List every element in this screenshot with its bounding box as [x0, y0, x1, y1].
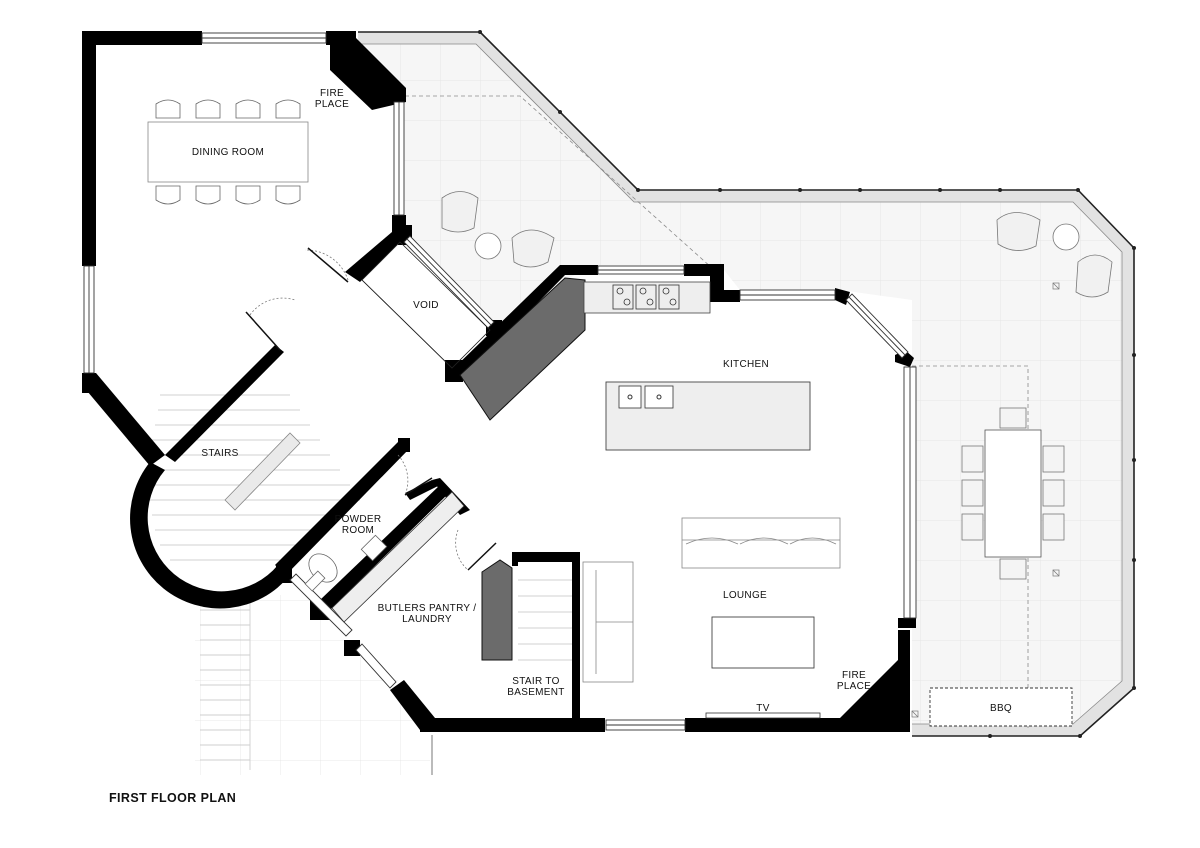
joinery: [331, 277, 586, 661]
outdoor-dining-table: [911, 282, 1065, 718]
bbq-bench: [929, 687, 1073, 727]
label-lounge-fireplace-line2: PLACE: [837, 681, 871, 692]
label-void: VOID: [413, 300, 439, 311]
label-powder-room-line1: POWDER: [335, 514, 382, 525]
label-butlers-pantry-line1: BUTLERS PANTRY /: [378, 603, 477, 614]
kitchen-island: [605, 381, 811, 451]
powder-room-fixtures: [304, 534, 388, 592]
label-stairs: STAIRS: [201, 448, 238, 459]
label-kitchen: KITCHEN: [723, 359, 769, 370]
label-bbq: BBQ: [990, 703, 1012, 714]
plan-title: FIRST FLOOR PLAN: [109, 791, 237, 805]
label-dining-fireplace-line1: FIRE: [320, 88, 344, 99]
lounge-sofa-side: [582, 561, 634, 683]
label-stair-to-basement-line1: STAIR TO: [512, 676, 559, 687]
lounge-sofa: [681, 517, 841, 569]
room-labels: DINING ROOM FIRE PLACE VOID KITCHEN STAI…: [192, 88, 1012, 714]
label-dining-fireplace-line2: PLACE: [315, 99, 349, 110]
terrace-chairs: [441, 191, 1113, 298]
label-stair-to-basement-line2: BASEMENT: [507, 687, 564, 698]
label-lounge: LOUNGE: [723, 590, 767, 601]
stair-to-basement: [518, 579, 572, 661]
coffee-table: [711, 616, 815, 669]
label-dining-room: DINING ROOM: [192, 147, 264, 158]
label-tv: TV: [756, 703, 769, 714]
label-butlers-pantry-line2: LAUNDRY: [402, 614, 452, 625]
label-lounge-fireplace-line1: FIRE: [842, 670, 866, 681]
windows: [83, 32, 917, 731]
void-area: [361, 241, 491, 369]
balustrade: [358, 30, 1136, 738]
kitchen-bench: [583, 281, 711, 314]
dining-table: [147, 99, 309, 205]
overhang-dashed-lines: [405, 95, 1029, 728]
label-powder-room-line2: ROOM: [342, 525, 374, 536]
doors: [245, 247, 497, 571]
tv-unit: [705, 712, 821, 719]
